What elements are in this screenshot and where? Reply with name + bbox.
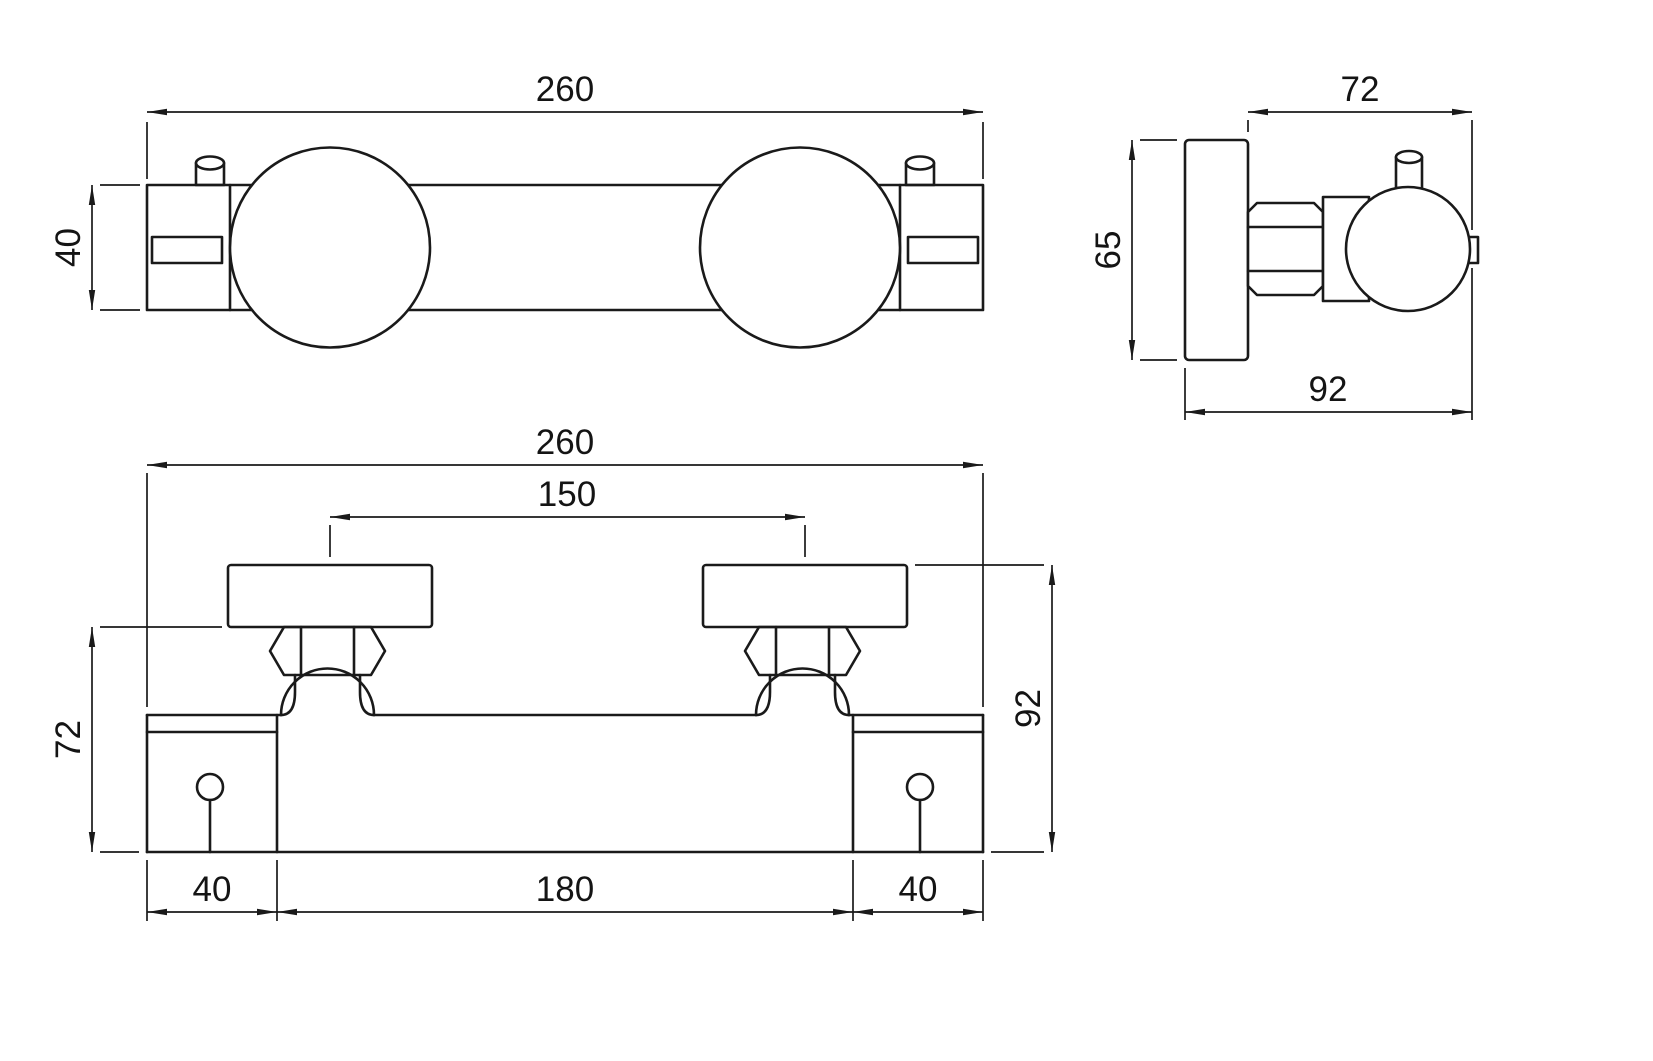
- nut-outline: [268, 625, 387, 677]
- flange-circle-right: [698, 146, 902, 349]
- inlet-bore-arc-right: [754, 667, 851, 717]
- nut-outline: [743, 625, 862, 677]
- grub-screw-left: [195, 772, 225, 802]
- screw-head: [904, 155, 936, 171]
- inlet-neck-left-side: [279, 673, 297, 717]
- side-view: 72 65 92: [1089, 70, 1480, 420]
- fixing-screw-right: [904, 155, 936, 187]
- dim-front-overall-drop: 92: [1009, 689, 1048, 728]
- inlet-bore-arc-left: [279, 667, 376, 717]
- inlet-neck-left-side: [358, 673, 376, 717]
- control-knob: [1344, 185, 1472, 313]
- top-view-body: [145, 146, 985, 349]
- dim-front-left-end: 40: [193, 870, 232, 909]
- inlet-neck-right-side: [754, 673, 772, 717]
- valve-bar-outline: [145, 183, 985, 312]
- inlet-neck-right-side: [833, 673, 851, 717]
- bracket-slot-right: [906, 235, 980, 265]
- dim-front-body-drop: 72: [49, 720, 88, 759]
- union-nut-right: [743, 625, 862, 677]
- dim-side-plate-height: 65: [1089, 231, 1128, 270]
- dim-front-right-end: 40: [899, 870, 938, 909]
- wall-plate: [1183, 138, 1250, 362]
- union-nut-left: [268, 625, 387, 677]
- dim-front-centre-section: 180: [536, 870, 594, 909]
- temperature-screw: [1394, 149, 1424, 191]
- dim-top-width: 260: [536, 70, 594, 109]
- top-view: 260 40: [49, 70, 985, 349]
- side-view-dimensions: 72 65 92: [1089, 70, 1473, 420]
- flange-circle-left: [228, 146, 432, 349]
- dim-front-inlet-centres: 150: [538, 475, 596, 514]
- front-view-body: [145, 563, 985, 854]
- union-nut: [1246, 201, 1325, 297]
- screw-head: [194, 155, 226, 171]
- wall-bracket-right: [701, 563, 909, 629]
- side-view-body: [1183, 138, 1480, 362]
- dim-side-body-depth: 72: [1341, 70, 1380, 109]
- front-view: 260 150 72 92 40 180 40: [49, 423, 1056, 921]
- top-view-dimensions: 260 40: [49, 70, 984, 311]
- dim-top-depth: 40: [49, 228, 88, 267]
- screw-head: [1394, 149, 1424, 165]
- dim-front-width: 260: [536, 423, 594, 462]
- grub-screw-right: [905, 772, 935, 802]
- dim-side-overall-depth: 92: [1309, 370, 1348, 409]
- fixing-screw-left: [194, 155, 226, 187]
- bracket-slot-left: [150, 235, 224, 265]
- wall-bracket-left: [226, 563, 434, 629]
- front-view-dimensions: 260 150 72 92 40 180 40: [49, 423, 1056, 921]
